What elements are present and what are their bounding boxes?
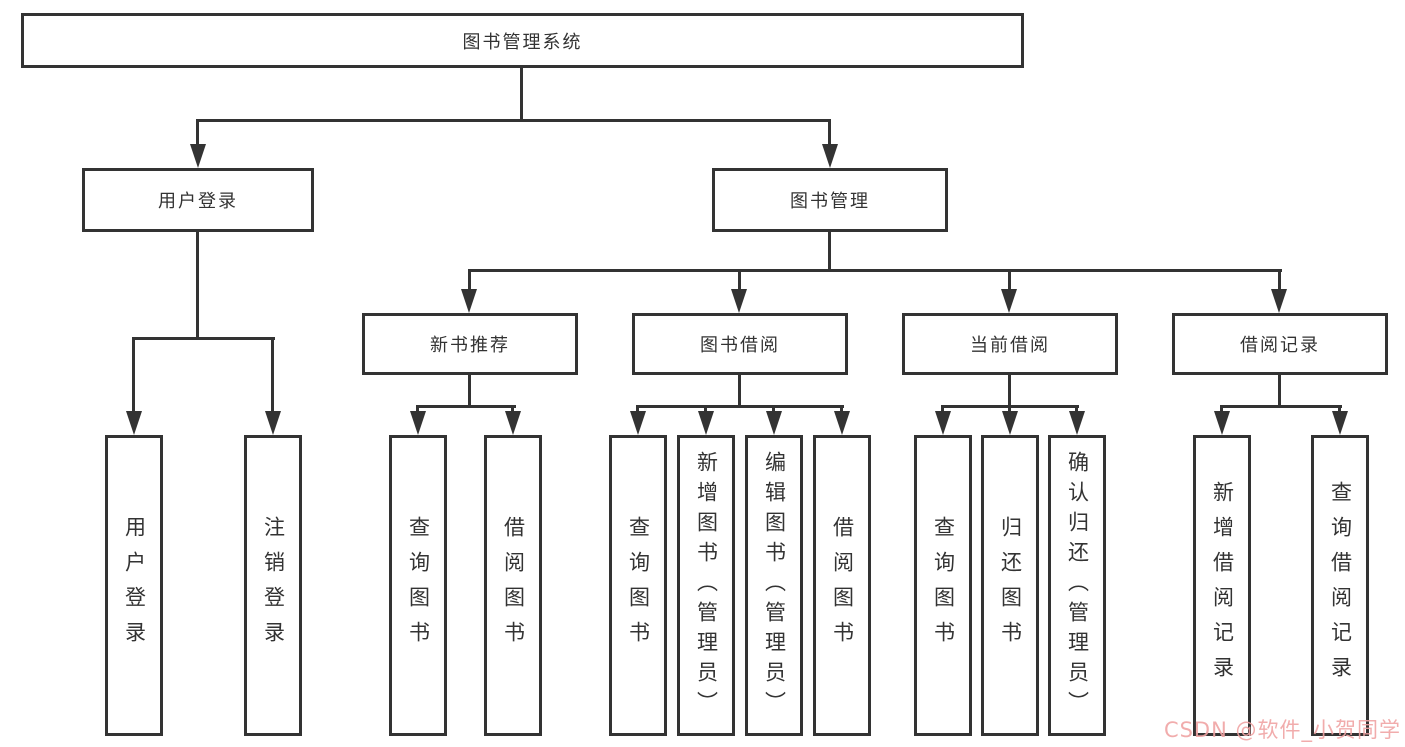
arrow-down-icon [461, 289, 477, 313]
node-book-mgmt: 图书管理 [712, 168, 948, 232]
node-history-label: 借阅记录 [1240, 335, 1320, 356]
connector-drop-user-login [196, 119, 199, 146]
leaf-logout-label: 注销登录 [261, 515, 286, 656]
connector-root-stem [520, 67, 523, 120]
arrow-down-icon [1214, 411, 1230, 435]
connector-drop-leaf [132, 337, 135, 413]
leaf-history-add: 新增借阅记录 [1193, 435, 1251, 736]
leaf-borrow-add-label: 新增图书（管理员） [694, 450, 719, 721]
connector-drop-leaf [636, 405, 639, 414]
node-borrow-label: 图书借阅 [700, 335, 780, 356]
connector-book-mgmt-bar [468, 269, 1282, 272]
leaf-history-query: 查询借阅记录 [1311, 435, 1369, 736]
connector-new-book-stem [468, 374, 471, 408]
connector-current-stem [1008, 374, 1011, 408]
csdn-watermark: CSDN @软件_小贺同学 [1163, 718, 1401, 742]
connector-drop-current [1008, 269, 1011, 291]
leaf-current-query: 查询图书 [914, 435, 972, 736]
leaf-borrow-edit: 编辑图书（管理员） [745, 435, 803, 736]
leaf-borrow-query: 查询图书 [609, 435, 667, 736]
connector-drop-leaf [1338, 405, 1341, 414]
node-borrow: 图书借阅 [632, 313, 848, 375]
arrow-down-icon [698, 411, 714, 435]
connector-drop-leaf [1220, 405, 1223, 414]
arrow-down-icon [1002, 411, 1018, 435]
connector-drop-new-book [468, 269, 471, 291]
leaf-user-login-label: 用户登录 [122, 515, 147, 656]
leaf-borrow-edit-label: 编辑图书（管理员） [762, 450, 787, 721]
connector-history-stem [1278, 374, 1281, 408]
connector-drop-borrow [738, 269, 741, 291]
node-new-book-label: 新书推荐 [430, 335, 510, 356]
node-user-login: 用户登录 [82, 168, 314, 232]
leaf-borrow-add: 新增图书（管理员） [677, 435, 735, 736]
node-book-mgmt-label: 图书管理 [790, 191, 870, 212]
node-current: 当前借阅 [902, 313, 1118, 375]
arrow-down-icon [822, 144, 838, 168]
arrow-down-icon [1069, 411, 1085, 435]
leaf-newbook-query-label: 查询图书 [406, 515, 431, 656]
node-root: 图书管理系统 [21, 13, 1024, 68]
leaf-borrow-query-label: 查询图书 [626, 515, 651, 656]
connector-root-bar [197, 119, 831, 122]
connector-drop-leaf [941, 405, 944, 414]
arrow-down-icon [935, 411, 951, 435]
connector-drop-leaf [271, 337, 274, 413]
connector-book-mgmt-stem [828, 231, 831, 272]
arrow-down-icon [731, 289, 747, 313]
connector-borrow-stem [738, 374, 741, 408]
leaf-borrow-borrow: 借阅图书 [813, 435, 871, 736]
arrow-down-icon [505, 411, 521, 435]
leaf-history-add-label: 新增借阅记录 [1210, 480, 1235, 691]
leaf-history-query-label: 查询借阅记录 [1328, 480, 1353, 691]
connector-drop-leaf [1075, 405, 1078, 414]
arrow-down-icon [265, 411, 281, 435]
connector-drop-book-mgmt [828, 119, 831, 146]
arrow-down-icon [1271, 289, 1287, 313]
arrow-down-icon [1332, 411, 1348, 435]
connector-drop-leaf [416, 405, 419, 414]
arrow-down-icon [410, 411, 426, 435]
connector-drop-leaf [772, 405, 775, 414]
node-current-label: 当前借阅 [970, 335, 1050, 356]
connector-history-bar [1220, 405, 1342, 408]
leaf-newbook-borrow: 借阅图书 [484, 435, 542, 736]
leaf-current-return-label: 归还图书 [998, 515, 1023, 656]
connector-drop-leaf [1008, 405, 1011, 414]
leaf-newbook-query: 查询图书 [389, 435, 447, 736]
connector-drop-leaf [704, 405, 707, 414]
leaf-user-login: 用户登录 [105, 435, 163, 736]
arrow-down-icon [630, 411, 646, 435]
leaf-borrow-borrow-label: 借阅图书 [830, 515, 855, 656]
leaf-current-query-label: 查询图书 [931, 515, 956, 656]
arrow-down-icon [766, 411, 782, 435]
connector-borrow-bar [636, 405, 844, 408]
leaf-newbook-borrow-label: 借阅图书 [501, 515, 526, 656]
arrow-down-icon [834, 411, 850, 435]
node-new-book: 新书推荐 [362, 313, 578, 375]
arrow-down-icon [1001, 289, 1017, 313]
connector-user-login-stem [196, 231, 199, 340]
connector-new-book-bar [416, 405, 516, 408]
connector-drop-leaf [840, 405, 843, 414]
node-user-login-label: 用户登录 [158, 191, 238, 212]
arrow-down-icon [126, 411, 142, 435]
connector-user-login-bar [132, 337, 275, 340]
leaf-logout: 注销登录 [244, 435, 302, 736]
leaf-current-return: 归还图书 [981, 435, 1039, 736]
leaf-current-confirm-label: 确认归还（管理员） [1065, 450, 1090, 721]
arrow-down-icon [190, 144, 206, 168]
node-root-label: 图书管理系统 [462, 31, 583, 53]
connector-drop-history [1278, 269, 1281, 291]
node-history: 借阅记录 [1172, 313, 1388, 375]
connector-drop-leaf [511, 405, 514, 414]
leaf-current-confirm: 确认归还（管理员） [1048, 435, 1106, 736]
